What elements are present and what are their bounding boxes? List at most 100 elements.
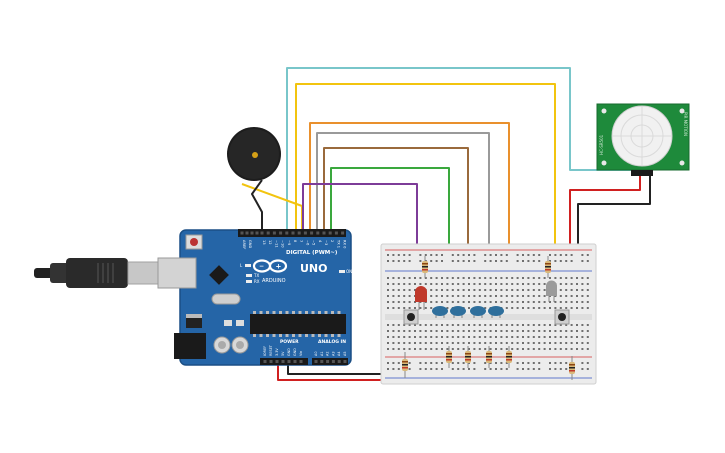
wire-black-buzzer: [251, 179, 263, 230]
digital-pin-label: 13: [262, 240, 266, 245]
resistor: [465, 346, 471, 368]
pin-hole: [260, 231, 264, 235]
resistor: [569, 356, 575, 380]
atmega-chip: [250, 314, 346, 334]
digital-pin-label: ~5: [312, 240, 316, 245]
digital-pin-label: TX 1: [336, 239, 340, 248]
pin-hole: [322, 231, 326, 235]
power-jack: [174, 333, 206, 359]
pin-hole: [341, 231, 345, 235]
analog-header-label: ANALOG IN: [318, 339, 346, 345]
wire-gray: [316, 132, 490, 294]
analog-pin-label: A3: [331, 352, 335, 356]
analog-pin-label: A0: [314, 352, 318, 356]
pin-hole: [272, 231, 276, 235]
power-pin-label: GND: [287, 348, 291, 356]
pin-hole: [303, 231, 307, 235]
pin-hole: [297, 231, 301, 235]
digital-pin-label: ~6: [305, 240, 309, 246]
ceramic-capacitors: [432, 306, 504, 318]
resistors: [402, 256, 575, 380]
led-l-label: L: [240, 263, 243, 268]
breadboard[interactable]: [380, 243, 597, 385]
pin-hole: [291, 231, 295, 235]
usb-chip: [209, 265, 229, 285]
uno-logo-text: UNO: [300, 262, 328, 275]
usb-port: [157, 257, 197, 289]
wire-purple: [302, 183, 418, 290]
wire-teal: [286, 67, 636, 230]
power-header-label: POWER: [280, 339, 299, 345]
digital-pin-label: ~11: [274, 240, 278, 248]
analog-pin-label: A4: [337, 352, 341, 356]
power-pin-label: RESET: [269, 344, 273, 356]
capacitor: [488, 306, 504, 318]
wire-green: [330, 167, 450, 294]
power-pin-label: GND: [293, 348, 297, 356]
resistor: [486, 346, 492, 368]
resistor: [422, 256, 428, 278]
reset-button[interactable]: [185, 234, 203, 250]
rx-label: RX: [254, 279, 260, 284]
pushbutton-left[interactable]: [403, 309, 419, 325]
power-pin-label: IOREF: [263, 346, 267, 356]
wire-black-gnd: [287, 362, 392, 375]
analog-pin-label: A1: [320, 352, 324, 356]
board-capacitors: [213, 336, 249, 354]
capacitor: [450, 306, 466, 318]
tx-label: TX: [253, 273, 259, 278]
arduino-logo: − +: [252, 259, 288, 273]
pir-side-text-left: HC-SR501: [599, 134, 604, 155]
wire-yellow-long: [295, 83, 556, 258]
arduino-brand-text: ARDUINO: [262, 278, 286, 284]
pin-hole: [334, 231, 338, 235]
wire-orange: [309, 122, 510, 294]
pushbutton-right[interactable]: [554, 309, 570, 325]
digital-pin-label: 8: [293, 240, 297, 243]
gnd-label: GND: [248, 240, 252, 248]
pin-hole: [310, 231, 314, 235]
digital-pin-label: RX 0: [343, 240, 347, 249]
pin-hole: [328, 231, 332, 235]
capacitor: [432, 306, 448, 318]
digital-header-label: DIGITAL (PWM~): [286, 250, 338, 256]
resistor: [402, 352, 408, 378]
capacitor: [470, 306, 486, 318]
pin-hole: [316, 231, 320, 235]
usb-cable: [34, 258, 161, 288]
on-label: ON: [346, 269, 352, 274]
led-gray[interactable]: [546, 280, 557, 303]
aref-label: AREF: [242, 240, 246, 249]
wires: [241, 67, 651, 381]
digital-pin-label: ~10: [281, 240, 285, 248]
resistor: [506, 346, 512, 368]
pir-sensor[interactable]: HC-SR501 PIR MOTION: [596, 103, 690, 176]
digital-pin-label: 2: [330, 240, 334, 242]
analog-pin-label: A5: [343, 352, 347, 356]
crystal: [211, 293, 241, 305]
power-pin-label: 3.3V: [275, 348, 279, 356]
wire-black-pir: [577, 176, 651, 262]
wire-brown: [323, 147, 469, 294]
power-pin-label: Vin: [299, 351, 303, 356]
led-red[interactable]: [415, 286, 427, 310]
pin-hole: [285, 231, 289, 235]
digital-pin-label: 12: [268, 240, 272, 245]
digital-pin-label: 7: [299, 240, 303, 242]
resistor: [545, 256, 551, 278]
analog-pin-label: A2: [326, 352, 330, 356]
wire-red-pir: [569, 176, 641, 262]
power-pin-label: 5V: [281, 351, 285, 356]
svg-text:−: −: [259, 263, 264, 270]
pin-hole: [266, 231, 270, 235]
piezo-buzzer[interactable]: [227, 127, 281, 181]
digital-pin-label: ~9: [287, 240, 291, 246]
analog-header: [312, 358, 348, 365]
digital-pin-label: ~3: [324, 240, 328, 245]
resistor: [446, 346, 452, 368]
